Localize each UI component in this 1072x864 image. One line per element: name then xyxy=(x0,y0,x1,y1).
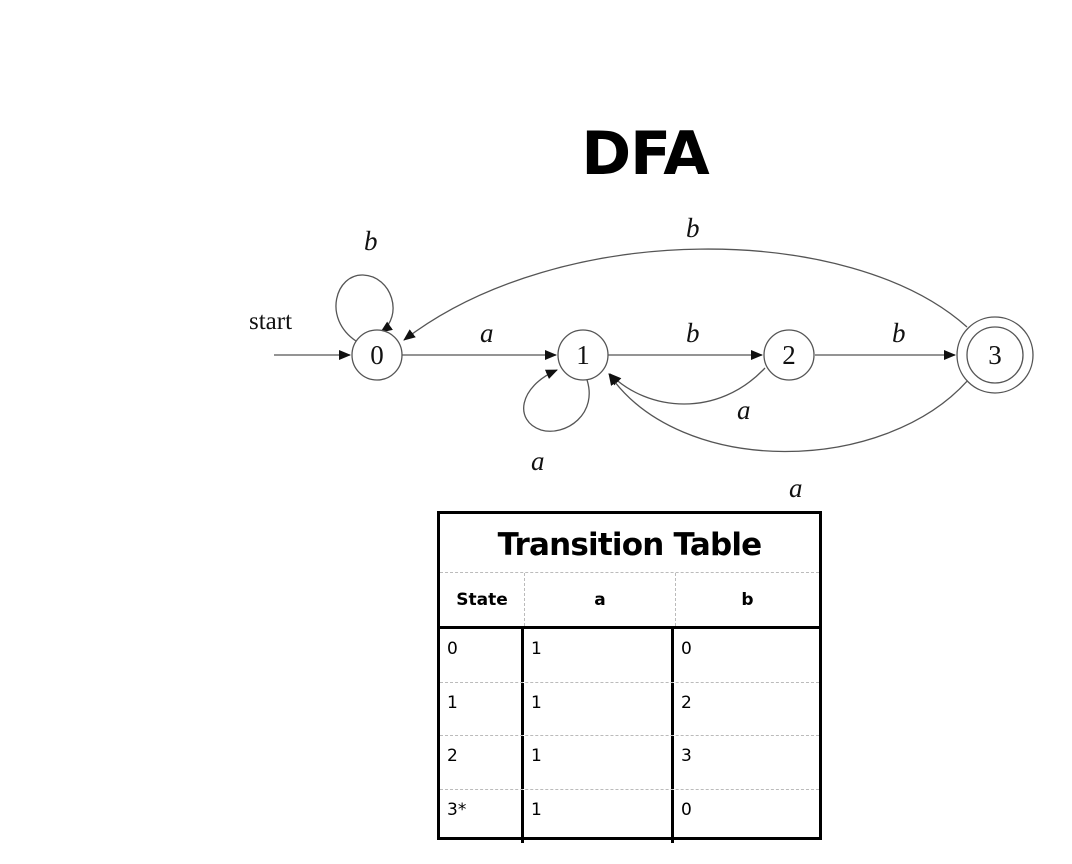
transition-table: Transition Table State a b 0 1 0 1 1 2 2… xyxy=(437,511,822,843)
edge-label-1-1: a xyxy=(531,446,545,476)
edge-3-0 xyxy=(403,248,968,341)
cell-a: 1 xyxy=(524,736,674,789)
edge-label-1-2: b xyxy=(686,318,700,348)
edge-0-0 xyxy=(335,274,394,342)
cell-state: 1 xyxy=(440,682,524,735)
transition-table-title: Transition Table xyxy=(440,514,819,573)
cell-a: 1 xyxy=(524,789,674,843)
cell-b: 2 xyxy=(681,692,692,713)
cell-state: 0 xyxy=(440,629,524,682)
cell-a: 1 xyxy=(524,682,674,735)
cell-b: 3 xyxy=(681,746,692,766)
table-row: 2 1 3 xyxy=(440,736,819,790)
state-1: 1 xyxy=(557,329,609,381)
state-2: 2 xyxy=(763,329,815,381)
header-a: a xyxy=(525,573,676,626)
state-1-label: 1 xyxy=(576,340,590,370)
edge-label-3-1: a xyxy=(789,473,803,503)
cell-b: 0 xyxy=(681,799,692,820)
table-row: 3* 1 0 xyxy=(440,789,819,843)
state-3-label: 3 xyxy=(988,340,1002,370)
edge-label-0-0: b xyxy=(364,226,378,256)
edge-label-3-0: b xyxy=(686,213,700,243)
edge-label-2-1: a xyxy=(737,395,751,425)
state-0: 0 xyxy=(351,329,403,381)
table-header-row: State a b xyxy=(440,573,819,629)
cell-b: 0 xyxy=(681,639,692,659)
state-2-label: 2 xyxy=(782,340,796,370)
state-0-label: 0 xyxy=(370,340,384,370)
cell-state: 3* xyxy=(440,789,524,843)
edge-3-1 xyxy=(608,373,970,453)
state-3-accepting: 3 xyxy=(956,316,1034,394)
edge-2-1 xyxy=(609,367,766,405)
start-label: start xyxy=(249,308,292,335)
cell-state: 2 xyxy=(440,736,524,789)
table-row: 1 1 2 xyxy=(440,682,819,736)
cell-a: 1 xyxy=(524,629,674,682)
edge-label-0-1: a xyxy=(480,318,494,348)
header-b: b xyxy=(741,589,754,610)
header-state: State xyxy=(440,573,525,626)
table-row: 0 1 0 xyxy=(440,629,819,683)
edge-1-1 xyxy=(523,369,590,432)
edge-label-2-3: b xyxy=(892,318,906,348)
page-title: DFA xyxy=(581,119,709,189)
